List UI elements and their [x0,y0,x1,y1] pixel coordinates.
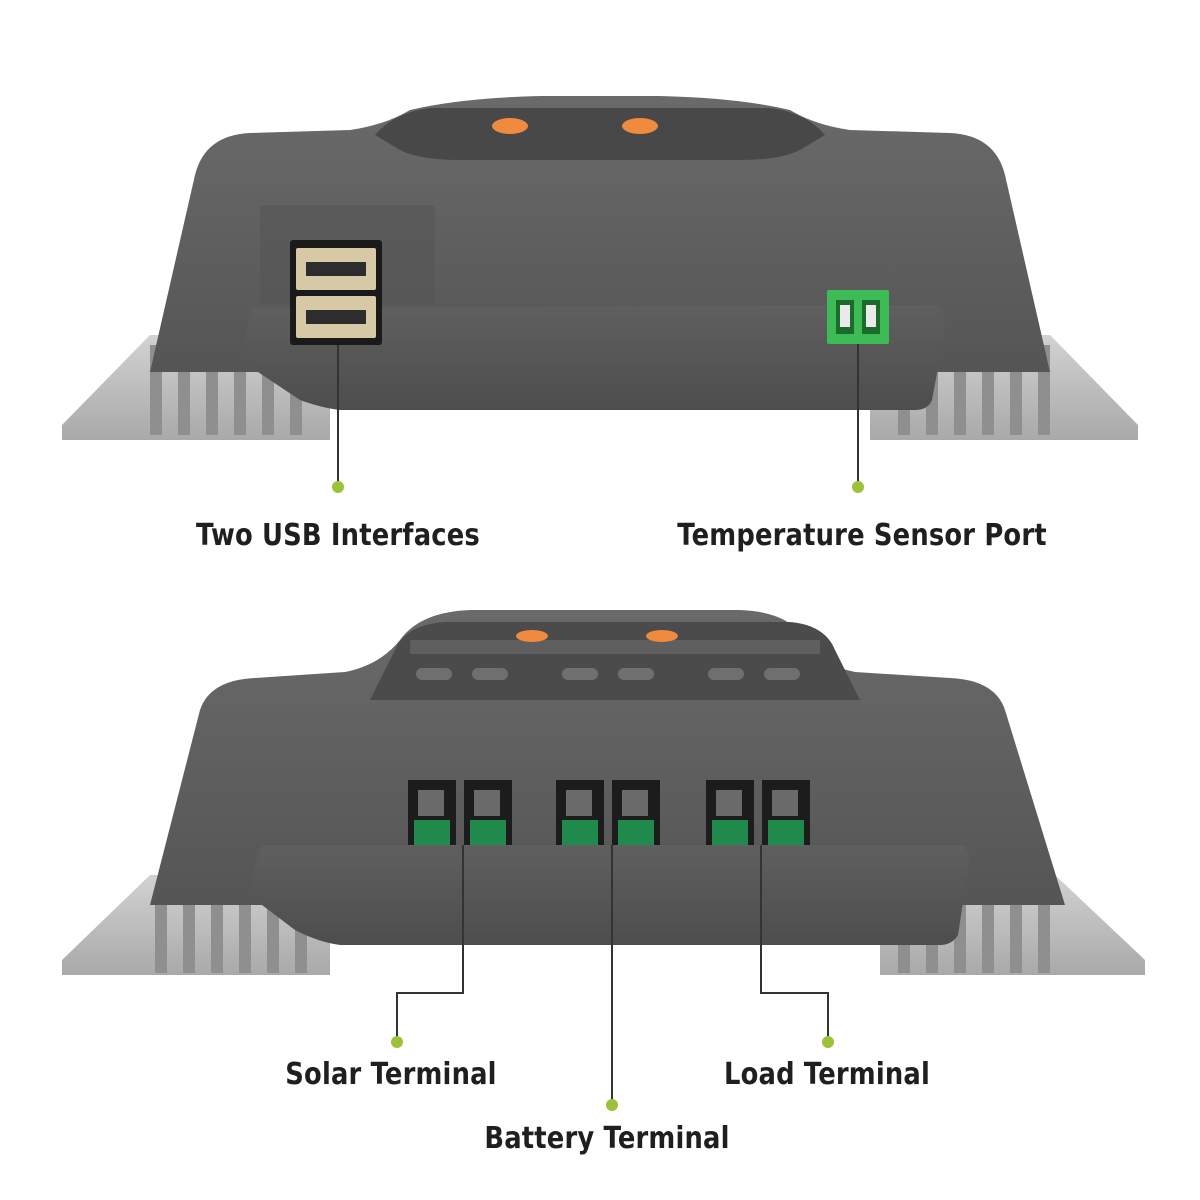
callout-dot-load [822,1036,834,1048]
top-device [62,96,1138,440]
bottom-display-panel [370,622,860,700]
callout-dot-solar [391,1036,403,1048]
callout-dot-temp [852,481,864,493]
label-load-terminal: Load Terminal [723,1057,931,1092]
usb-ports [290,240,382,345]
callout-dot-usb [332,481,344,493]
top-callouts [332,344,864,493]
bottom-device [62,610,1145,975]
bottom-callouts [391,845,834,1111]
label-solar-terminal: Solar Terminal [285,1057,497,1092]
orange-button-left [492,118,528,134]
top-front-lip [245,305,945,410]
callout-dot-battery [606,1099,618,1111]
orange-button-bottom-left [516,630,548,642]
orange-button-bottom-right [646,630,678,642]
label-temperature-sensor-port: Temperature Sensor Port [677,518,1047,553]
top-display-bezel [375,108,825,160]
orange-button-right [622,118,658,134]
terminal-blocks [408,780,810,848]
label-battery-terminal: Battery Terminal [484,1121,730,1156]
label-usb-interfaces: Two USB Interfaces [196,518,480,553]
temperature-sensor-port-connector [827,290,889,344]
bottom-front-lip [252,845,969,945]
